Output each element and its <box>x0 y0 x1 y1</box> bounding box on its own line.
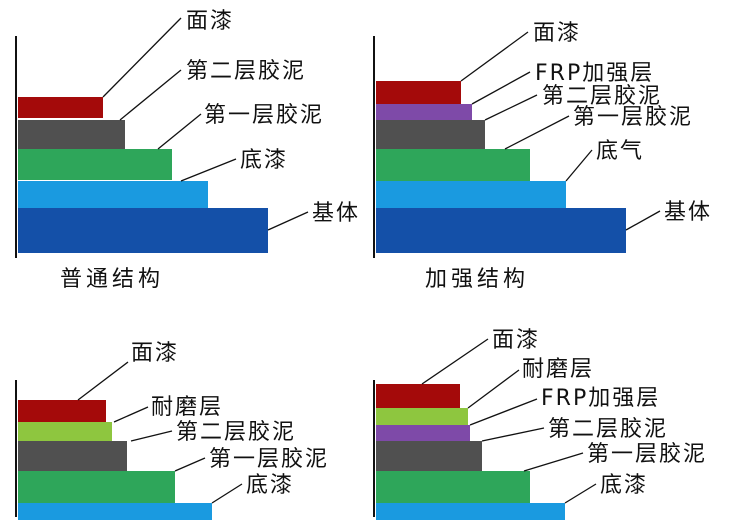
panel-2-leader-line-3 <box>174 457 206 472</box>
panel-1-layer-bar-3 <box>376 149 530 181</box>
panel-1-layer-label-4: 底气 <box>596 139 645 164</box>
panel-0-layer-label-2: 第一层胶泥 <box>204 103 325 128</box>
panel-1-leader-line-2 <box>484 94 538 121</box>
panel-0-layer-label-3: 底漆 <box>240 148 289 173</box>
panel-2-layer-label-4: 底漆 <box>246 473 295 498</box>
panel-2-layer-label-3: 第一层胶泥 <box>209 447 330 472</box>
panel-0-leader-line-3 <box>180 158 237 182</box>
panel-0-layer-bar-3 <box>18 181 208 208</box>
panel-0-leader-line-2 <box>157 113 202 150</box>
panel-3-layer-bar-3 <box>376 441 482 471</box>
panel-2-layer-label-1: 耐磨层 <box>151 395 224 420</box>
panel-2-layer-bar-3 <box>18 471 175 503</box>
panel-3-layer-label-5: 底漆 <box>600 473 649 498</box>
panel-0-layer-label-0: 面漆 <box>186 9 235 34</box>
panel-1-layer-label-2: 第二层胶泥 <box>542 84 663 109</box>
panel-3-layer-bar-4 <box>376 471 530 503</box>
panel-1-layer-bar-0 <box>376 81 461 104</box>
panel-2-layer-bar-0 <box>18 400 106 422</box>
caption-reinforced-structure: 加强结构 <box>425 267 530 292</box>
panel-1-leader-line-1 <box>471 71 531 105</box>
panel-3-layer-label-3: 第二层胶泥 <box>548 417 669 442</box>
panel-3-layer-label-2: FRP加强层 <box>541 386 661 411</box>
panel-0-layer-label-1: 第二层胶泥 <box>186 59 307 84</box>
panel-3-layer-label-0: 面漆 <box>492 328 541 353</box>
panel-1-layer-bar-1 <box>376 104 472 121</box>
panel-1-layer-label-0: 面漆 <box>533 21 582 46</box>
panel-3-layer-bar-5 <box>376 503 565 520</box>
panel-2-leader-line-2 <box>130 430 173 442</box>
panel-1-layer-bar-2 <box>376 120 485 149</box>
panel-0-leader-line-1 <box>119 69 182 121</box>
panel-0-layer-bar-1 <box>18 120 125 149</box>
panel-1-leader-line-4 <box>565 149 593 182</box>
panel-2-leader-line-0 <box>77 361 129 401</box>
panel-2-layer-bar-2 <box>18 441 127 471</box>
panel-0-layer-bar-2 <box>18 149 172 180</box>
panel-1-layer-bar-5 <box>376 208 626 253</box>
panel-2-layer-bar-1 <box>18 422 112 441</box>
panel-3-layer-label-4: 第一层胶泥 <box>587 442 708 467</box>
panel-3-layer-label-1: 耐磨层 <box>522 357 595 382</box>
panel-3-leader-line-4 <box>523 452 584 472</box>
panel-1-layer-label-5: 基体 <box>664 200 713 225</box>
panel-3-leader-line-1 <box>467 369 520 409</box>
panel-2-layer-label-0: 面漆 <box>131 341 180 366</box>
panel-1-layer-label-1: FRP加强层 <box>535 61 655 86</box>
panel-2-layer-label-2: 第二层胶泥 <box>176 420 297 445</box>
panel-2-leader-line-4 <box>211 483 243 504</box>
panel-3-layer-bar-1 <box>376 408 468 425</box>
panel-0-layer-label-4: 基体 <box>312 201 361 226</box>
panel-1-leader-line-0 <box>460 31 529 82</box>
caption-normal-structure: 普通结构 <box>60 267 165 292</box>
panel-0-layer-bar-4 <box>18 208 268 253</box>
panel-1-leader-line-5 <box>625 210 661 231</box>
panel-1-layer-label-3: 第一层胶泥 <box>573 105 694 130</box>
panel-1-layer-bar-4 <box>376 181 566 208</box>
panel-3-leader-line-5 <box>564 483 597 504</box>
panel-1-leader-line-3 <box>504 115 570 150</box>
panel-3-leader-line-2 <box>469 398 538 426</box>
panel-0-layer-bar-0 <box>18 97 103 118</box>
panel-2-layer-bar-4 <box>18 503 212 520</box>
panel-3-leader-line-3 <box>481 427 545 442</box>
panel-0-leader-line-0 <box>102 17 182 98</box>
panel-3-leader-line-0 <box>421 338 489 385</box>
panel-3-layer-bar-2 <box>376 425 470 441</box>
panel-3-layer-bar-0 <box>376 384 460 408</box>
panel-0-leader-line-4 <box>267 211 309 231</box>
panel-2-leader-line-1 <box>113 406 149 423</box>
